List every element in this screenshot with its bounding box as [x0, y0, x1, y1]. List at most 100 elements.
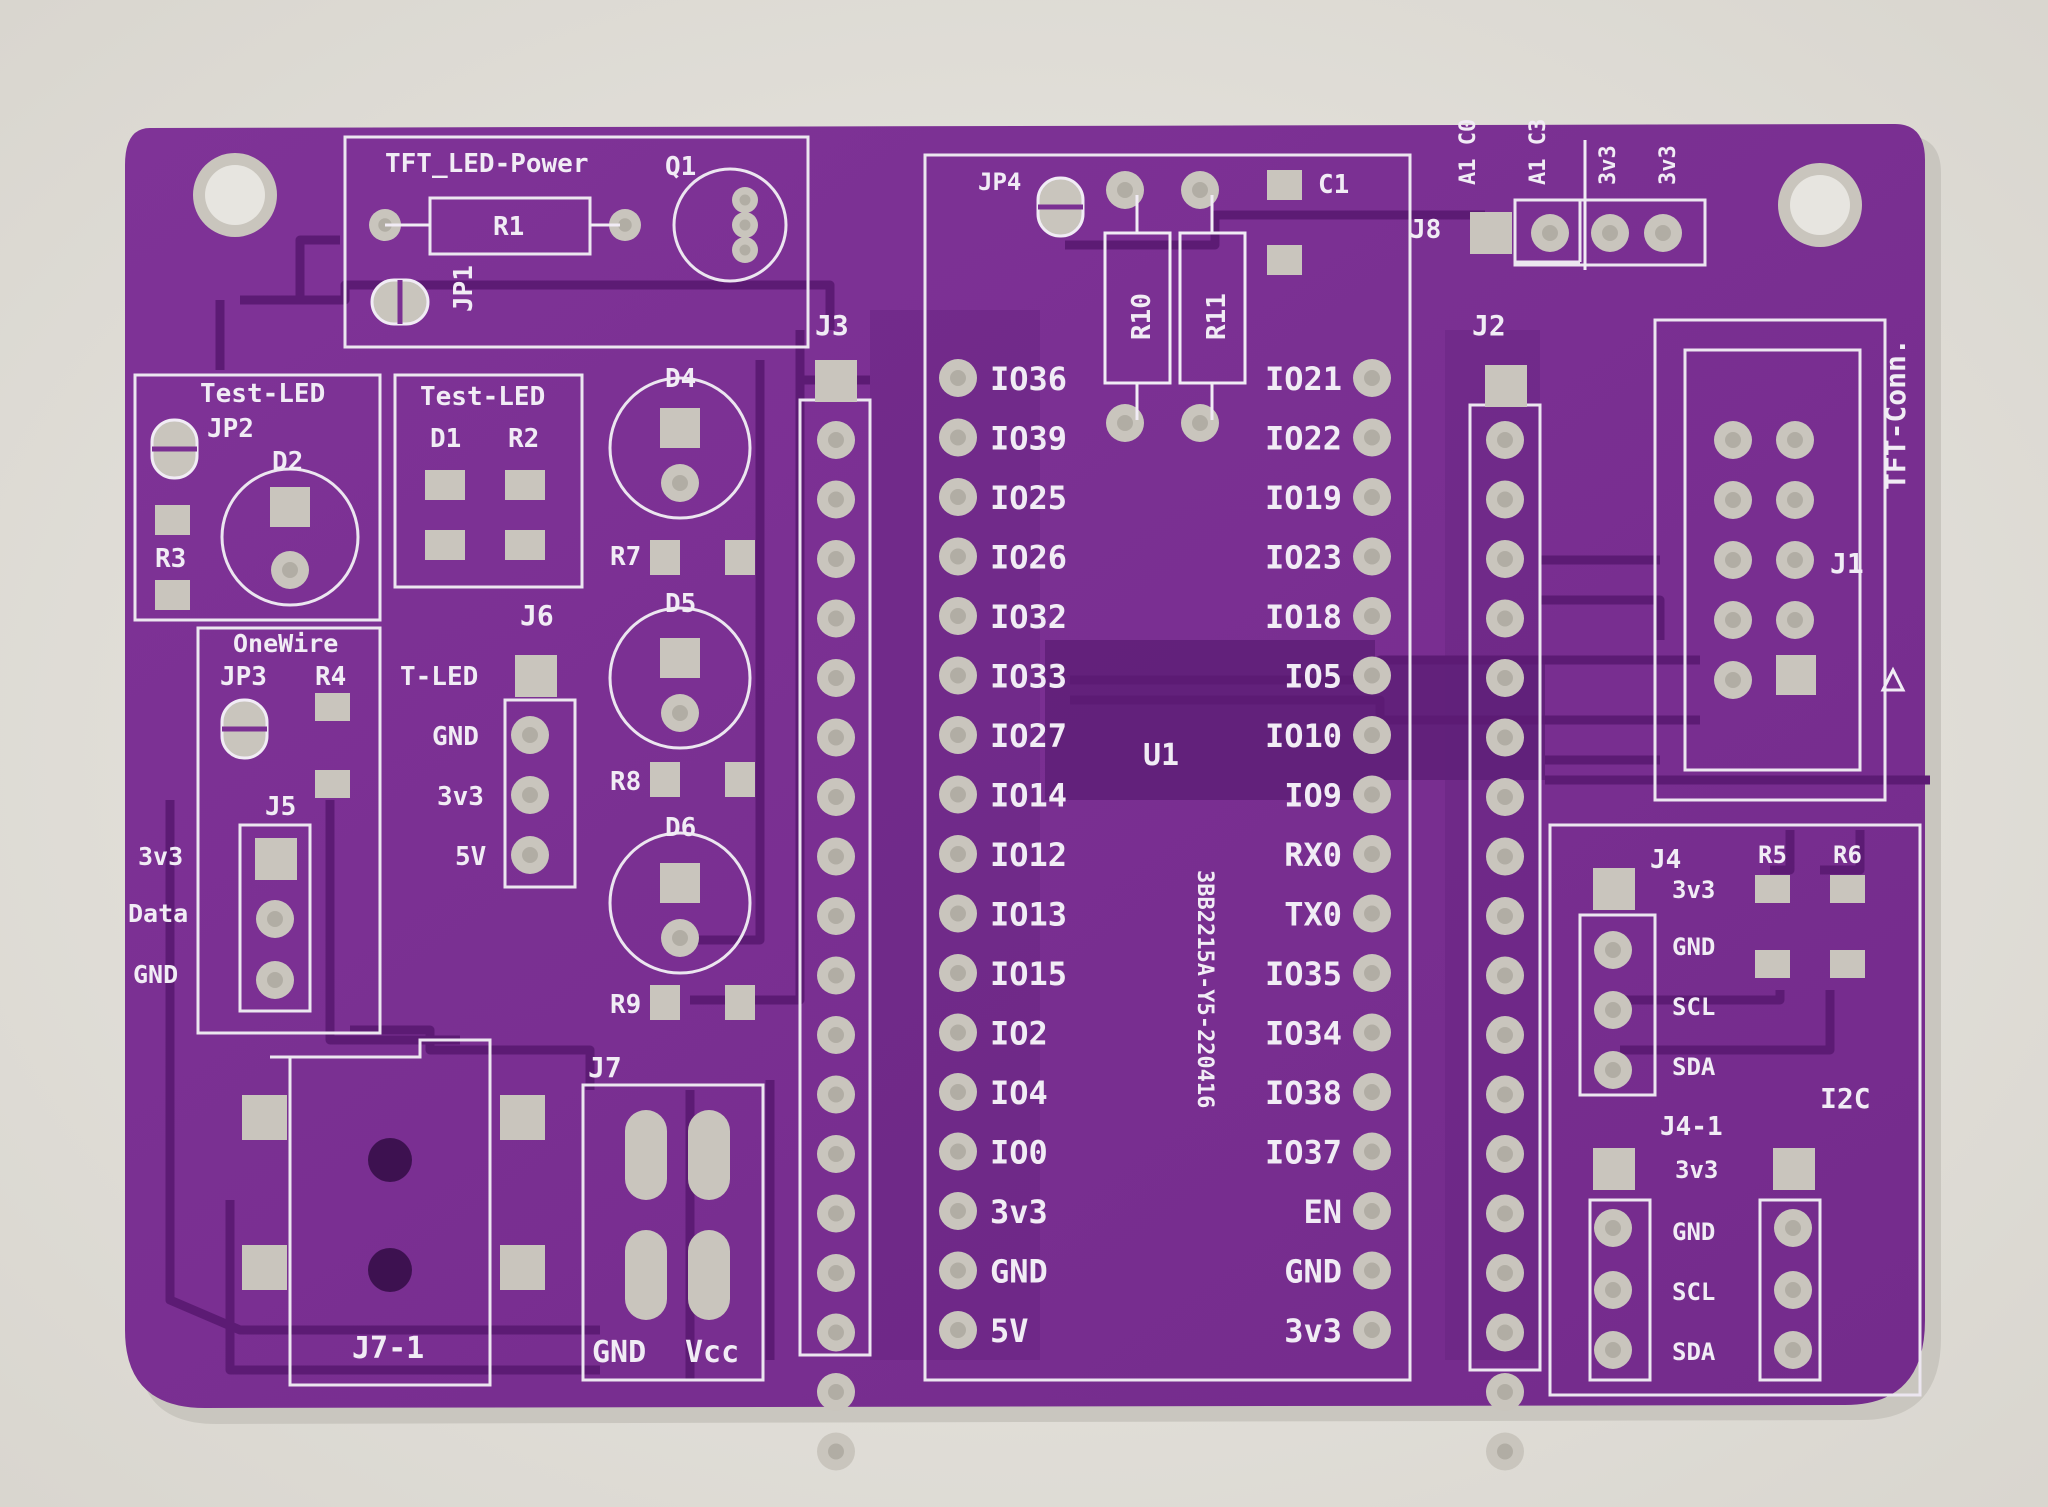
pad-hole: [1542, 225, 1558, 241]
pad-hole: [828, 1146, 844, 1162]
label-j2: J2: [1472, 309, 1506, 342]
label-j6-pin-3: 3v3: [437, 782, 484, 812]
pad-hole: [950, 846, 966, 862]
pad-hole: [828, 789, 844, 805]
label-j4-pin-4: SDA: [1672, 1053, 1716, 1081]
u1-left-pin-label: IO15: [990, 955, 1067, 993]
pad-hole: [828, 491, 844, 508]
pad-hole: [950, 429, 966, 446]
label-j7-gnd: GND: [592, 1335, 646, 1370]
pad-hole: [1497, 1027, 1513, 1043]
u1-right-pin-label: TX0: [1284, 896, 1342, 934]
u1-right-pin-label: IO21: [1265, 360, 1342, 398]
pad-hole: [828, 670, 844, 686]
label-r11: R11: [1202, 293, 1232, 340]
j7-oval-pads: [625, 1110, 730, 1320]
u1-pin-labels: IO36IO39IO25IO26IO32IO33IO27IO14IO12IO13…: [990, 360, 1342, 1350]
label-r6: R6: [1833, 841, 1862, 869]
u1-right-pin-label: IO5: [1284, 658, 1342, 696]
pad-hole: [828, 1027, 844, 1043]
pad-hole: [1497, 610, 1513, 627]
pad-hole: [522, 727, 538, 743]
u1-left-pin-label: IO4: [990, 1074, 1048, 1112]
u1-right-pin-label: GND: [1284, 1253, 1342, 1291]
pad-hole: [828, 1265, 844, 1281]
pad-hole: [1787, 492, 1803, 508]
pad-hole: [672, 930, 688, 946]
label-onewire: OneWire: [233, 629, 338, 658]
u1-left-pin-label: GND: [990, 1253, 1048, 1291]
round-pads: [256, 171, 1814, 1471]
pad-hole: [739, 244, 751, 256]
pad-hole: [950, 608, 966, 624]
pad-hole: [950, 1322, 966, 1338]
u1-right-pin-label: IO22: [1265, 420, 1342, 458]
pad-hole: [1725, 672, 1741, 688]
label-r10: R10: [1127, 293, 1157, 340]
pad-hole: [828, 908, 844, 924]
u1-left-pin-label: IO32: [990, 598, 1067, 636]
pad-hole: [1364, 1084, 1380, 1100]
u1-left-pin-label: IO0: [990, 1134, 1048, 1172]
pad-hole: [1192, 182, 1208, 198]
u1-right-pin-label: IO10: [1265, 717, 1342, 755]
u1-left-pin-label: 5V: [990, 1312, 1029, 1350]
u1-left-pin-label: IO14: [990, 777, 1067, 815]
pad-hole: [828, 1384, 844, 1400]
pad-hole: [739, 219, 751, 231]
label-j4-1-pin-2: GND: [1672, 1218, 1715, 1246]
pad-hole: [1497, 729, 1513, 746]
u1-right-pin-label: 3v3: [1284, 1312, 1342, 1350]
pad-hole: [618, 218, 632, 232]
pad-hole: [1497, 1265, 1513, 1281]
pad-hole: [1605, 1342, 1621, 1358]
label-j8-a1c0: A1 C0: [1456, 119, 1481, 185]
pin1-marker: [1880, 666, 1906, 692]
pad-hole: [1725, 612, 1741, 628]
label-d4: D4: [665, 364, 696, 394]
square-pads: [155, 170, 1865, 1290]
u1-right-pin-label: IO37: [1265, 1134, 1342, 1172]
pad-hole: [1497, 908, 1513, 924]
u1-left-pin-label: IO26: [990, 539, 1067, 577]
label-r7: R7: [610, 542, 641, 572]
pad-hole: [1497, 1384, 1513, 1400]
pad-hole: [828, 1443, 844, 1460]
pad-hole: [1364, 667, 1380, 684]
pad-hole: [828, 1324, 844, 1341]
label-j8-3v3-b: 3v3: [1656, 145, 1681, 185]
label-j4-pin-3: SCL: [1672, 993, 1715, 1021]
pad-hole: [1364, 786, 1380, 803]
pad-hole: [522, 787, 538, 803]
label-j1: J1: [1830, 547, 1864, 580]
pad-hole: [1497, 789, 1513, 805]
pad-hole: [1364, 1262, 1380, 1279]
pad-hole: [950, 1203, 966, 1219]
label-tft-conn: TFT-Conn.: [1879, 338, 1912, 490]
pad-hole: [282, 562, 298, 578]
label-jp2: JP2: [207, 414, 254, 444]
u1-right-pin-label: IO19: [1265, 479, 1342, 517]
u1-left-pin-label: IO12: [990, 836, 1067, 874]
pad-hole: [950, 1262, 966, 1279]
pad-hole: [1364, 429, 1380, 446]
pad-hole: [828, 1086, 844, 1103]
label-d6: D6: [665, 813, 696, 843]
pad-hole: [1364, 905, 1380, 922]
pad-hole: [828, 1205, 844, 1222]
silk-lines: [385, 140, 1587, 420]
label-j4-1-pin-3: SCL: [1672, 1278, 1715, 1306]
label-j6-pin-1: T-LED: [400, 662, 478, 692]
label-q1: Q1: [665, 152, 696, 182]
pad-hole: [828, 610, 844, 627]
pad-hole: [1655, 225, 1671, 241]
label-r9: R9: [610, 990, 641, 1020]
pad-hole: [1497, 848, 1513, 865]
pad-hole: [950, 1143, 966, 1160]
pad-hole: [1605, 1002, 1621, 1018]
label-j7-1: J7-1: [352, 1331, 424, 1366]
pad-hole: [1364, 1024, 1380, 1041]
label-test-led-mid: Test-LED: [420, 382, 545, 412]
pad-hole: [267, 972, 283, 988]
